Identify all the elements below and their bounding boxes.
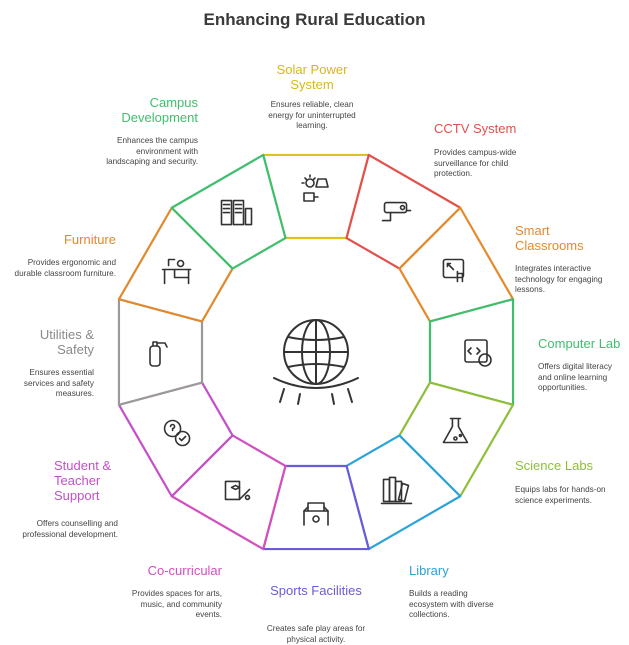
cocurricular-desc: Provides spaces for arts, music, and com… xyxy=(131,589,222,619)
library-desc: Builds a reading ecosystem with diverse … xyxy=(409,589,494,619)
furniture-title: Furniture xyxy=(63,232,116,247)
library-title: Library xyxy=(409,563,449,578)
solar-desc: Ensures reliable, clean energy for unint… xyxy=(268,100,356,130)
computer-title: Computer Lab xyxy=(538,336,621,351)
solar-title: Solar Power System xyxy=(276,62,348,92)
art-palette-icon xyxy=(224,480,251,501)
cctv-title: CCTV System xyxy=(434,121,517,136)
science-desc: Equips labs for hands-on science experim… xyxy=(515,485,606,505)
solar-panel-icon xyxy=(301,174,329,202)
globe-icon xyxy=(273,319,359,405)
campus-desc: Enhances the campus environment with lan… xyxy=(106,136,198,166)
smart-desc: Integrates interactive technology for en… xyxy=(515,264,603,294)
flask-icon xyxy=(442,417,469,444)
utilities-desc: Ensures essential services and safety me… xyxy=(23,368,94,398)
touchscreen-icon xyxy=(442,258,465,283)
stadium-icon xyxy=(303,502,329,526)
furniture-desc: Provides ergonomic and durable classroom… xyxy=(14,258,116,278)
fire-extinguisher-icon xyxy=(149,341,168,367)
computer-code-icon xyxy=(464,339,492,367)
support-desc: Offers counselling and professional deve… xyxy=(22,519,118,539)
support-title: Student & Teacher Support xyxy=(54,458,112,503)
cctv-camera-icon xyxy=(381,201,412,222)
cctv-desc: Provides campus-wide surveillance for ch… xyxy=(434,148,517,178)
diagram-title: Enhancing Rural Education xyxy=(203,10,426,29)
segment-campus xyxy=(170,153,287,270)
smart-title: Smart Classrooms xyxy=(515,223,584,253)
chat-support-icon xyxy=(163,419,191,447)
desk-icon xyxy=(161,258,192,285)
cocurricular-title: Co-curricular xyxy=(147,563,222,578)
sports-title: Sports Facilities xyxy=(270,583,362,598)
science-title: Science Labs xyxy=(515,458,594,473)
campus-title: Campus Development xyxy=(121,95,198,125)
utilities-title: Utilities & Safety xyxy=(39,327,94,357)
computer-desc: Offers digital literacy and online learn… xyxy=(538,362,613,392)
campus-building-icon xyxy=(220,199,253,226)
sports-desc: Creates safe play areas for physical act… xyxy=(266,624,366,644)
books-icon xyxy=(380,476,413,505)
